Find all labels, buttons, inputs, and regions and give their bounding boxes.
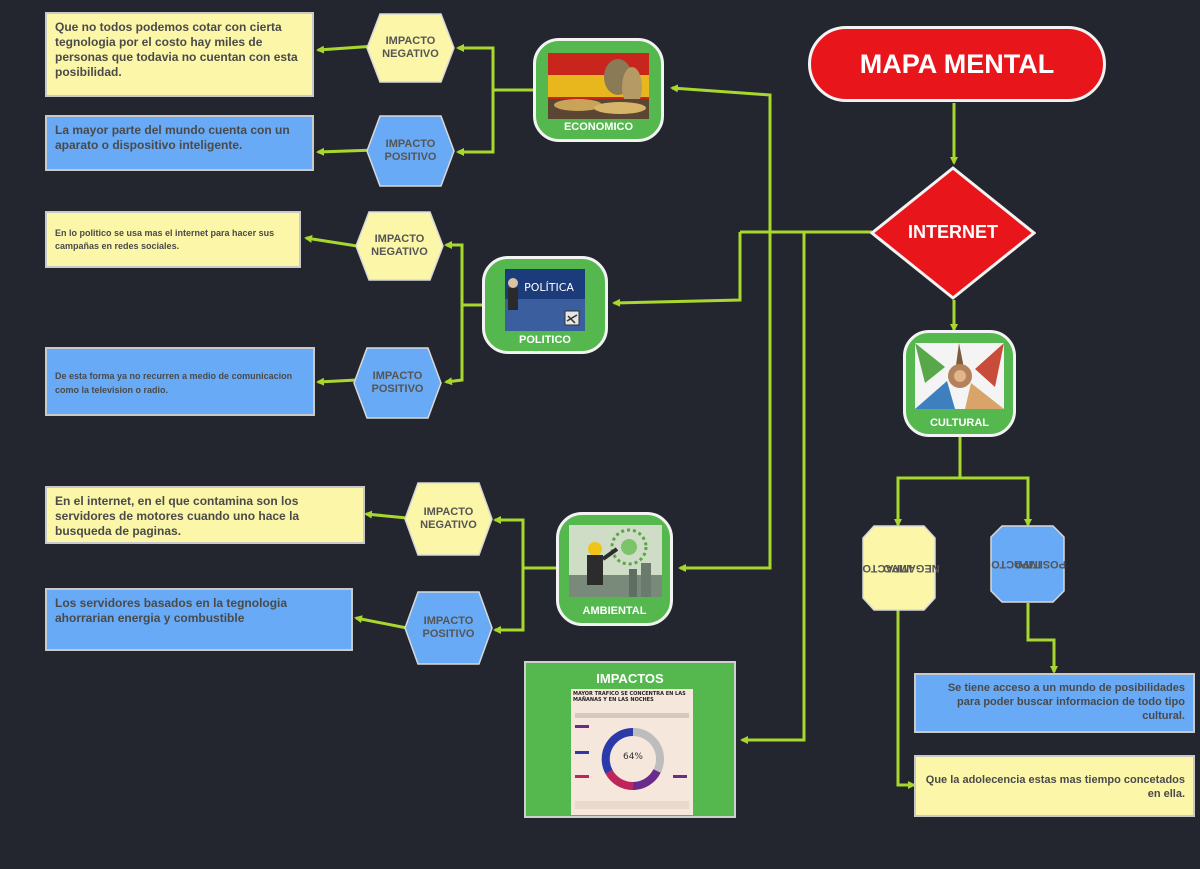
amb-negativo-text: En el internet, en el que contamina son … <box>45 486 365 544</box>
eco-positivo-text: La mayor parte del mundo cuenta con un a… <box>45 115 314 171</box>
economico-image <box>548 53 649 119</box>
impactos-node: IMPACTOS MAYOR TRÁFICO SE CONCENTRA EN L… <box>524 661 736 818</box>
eco-pos-line2: POSITIVO <box>384 151 437 163</box>
cul-positivo-text: Se tiene acceso a un mundo de posibilida… <box>914 673 1195 733</box>
internet-label: INTERNET <box>908 221 998 242</box>
amb-neg-line2: NEGATIVO <box>420 519 477 531</box>
infographic-header: MAYOR TRÁFICO SE CONCENTRA EN LAS MAÑANA… <box>573 691 686 703</box>
pol-pos-line2: POSITIVO <box>371 383 424 395</box>
title-text: MAPA MENTAL <box>859 48 1055 79</box>
cul-negativo-text: Que la adolecencia estas mas tiempo conc… <box>914 755 1195 817</box>
pol-negativo-text: En lo politico se usa mas el internet pa… <box>45 211 301 268</box>
cul-neg-line2: NEGATIVO <box>882 562 940 574</box>
pol-pos-line1: IMPACTO <box>372 370 423 382</box>
pol-positivo-text: De esta forma ya no recurren a medio de … <box>45 347 315 416</box>
impactos-label: IMPACTOS <box>596 671 664 686</box>
eco-negativo-text: Que no todos podemos cotar con cierta te… <box>45 12 314 97</box>
ambiental-node: AMBIENTAL <box>556 512 673 626</box>
cultural-image <box>915 343 1004 409</box>
internet-diamond <box>870 166 1036 300</box>
amb-pos-line1: IMPACTO <box>423 615 474 627</box>
politico-node: POLÍTICA POLITICO <box>482 256 608 354</box>
amb-neg-line1: IMPACTO <box>423 506 474 518</box>
economico-node: ECONOMICO <box>533 38 664 142</box>
title-pill: MAPA MENTAL <box>808 26 1106 102</box>
ambiental-image <box>569 525 662 597</box>
eco-neg-line2: NEGATIVO <box>382 48 439 60</box>
ambiental-label: AMBIENTAL <box>582 605 647 617</box>
amb-positivo-text: Los servidores basados en la tegnologia … <box>45 588 353 651</box>
pol-neg-line1: IMPACTO <box>374 233 425 245</box>
economico-label: ECONOMICO <box>563 121 634 133</box>
infographic-percent: 64% <box>623 752 643 762</box>
politica-image-text: POLÍTICA <box>524 281 574 294</box>
pol-neg-line2: NEGATIVO <box>371 246 428 258</box>
politica-image: POLÍTICA <box>505 269 585 331</box>
politico-label: POLITICO <box>519 334 571 346</box>
cultural-node: CULTURAL <box>903 330 1016 437</box>
eco-neg-line1: IMPACTO <box>385 35 436 47</box>
impactos-infographic: MAYOR TRÁFICO SE CONCENTRA EN LAS MAÑANA… <box>571 689 693 815</box>
cul-pos-line2: POSITIVO <box>1013 558 1066 570</box>
cultural-label: CULTURAL <box>929 417 990 429</box>
eco-pos-line1: IMPACTO <box>385 138 436 150</box>
amb-pos-line2: POSITIVO <box>422 628 475 640</box>
